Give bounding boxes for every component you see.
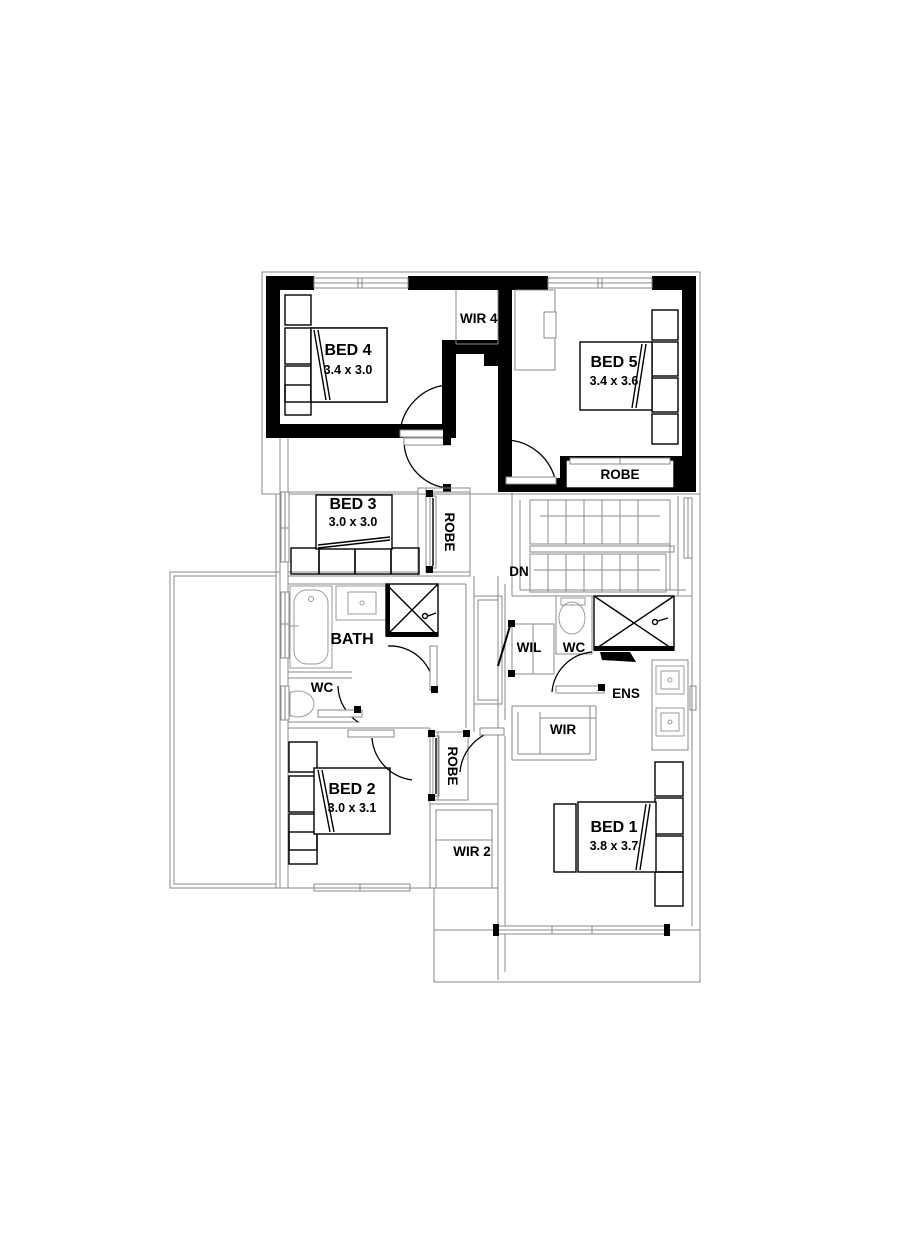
robe-bed3 xyxy=(425,490,471,573)
bed2-name: BED 2 xyxy=(328,781,375,798)
bed2-furniture xyxy=(288,741,391,865)
bed5-name: BED 5 xyxy=(590,354,637,371)
window-bed4-top xyxy=(313,277,409,289)
bed4-name: BED 4 xyxy=(324,342,371,359)
window-bed5-right xyxy=(683,497,693,559)
shower-bath xyxy=(385,583,439,637)
wc-ens-label: WC xyxy=(563,640,586,655)
stairs-dn-label: DN xyxy=(509,564,529,579)
wir-main-shelving xyxy=(511,705,597,761)
bath-label: BATH xyxy=(330,631,373,648)
bed4-dimensions: 3.4 x 3.0 xyxy=(324,363,373,377)
window-bed2-bottom xyxy=(313,883,411,892)
door-bed1-hall xyxy=(459,727,505,773)
window-wc-left xyxy=(280,685,290,721)
robe-bed3-label: ROBE xyxy=(442,512,457,551)
wir4-label: WIR 4 xyxy=(460,311,498,326)
site-outline xyxy=(169,271,701,983)
door-bed5 xyxy=(498,436,557,485)
wil-closet xyxy=(497,620,555,677)
staircase xyxy=(529,499,675,593)
wir2-label: WIR 2 xyxy=(453,844,491,859)
window-bed3-left xyxy=(280,491,290,563)
bathtub xyxy=(288,585,333,669)
door-bed4 xyxy=(399,381,451,438)
shower-ens xyxy=(593,595,675,662)
bed4-furniture xyxy=(284,294,388,416)
bed2-dimensions: 3.0 x 3.1 xyxy=(328,801,377,815)
bed3-furniture xyxy=(290,494,420,575)
wir-label: WIR xyxy=(550,722,576,737)
window-bed1-bottom xyxy=(493,924,670,936)
bed3-name: BED 3 xyxy=(329,496,376,513)
robe-bed5-label: ROBE xyxy=(600,467,639,482)
bed5-dimensions: 3.4 x 3.6 xyxy=(590,374,639,388)
door-wc-bath xyxy=(317,685,363,723)
linen-cupboard-inner xyxy=(477,599,499,701)
window-bed5-top xyxy=(547,277,653,289)
ens-vanity xyxy=(651,659,697,751)
robe-bed2-label: ROBE xyxy=(445,746,460,785)
wil-label: WIL xyxy=(517,640,542,655)
ens-label: ENS xyxy=(612,686,640,701)
door-wc-ens xyxy=(551,651,605,694)
wir4-shelving xyxy=(455,290,499,345)
robe-bed2 xyxy=(428,730,470,801)
wc-bath-label: WC xyxy=(311,680,334,695)
toilet-wc-ens xyxy=(555,595,593,655)
bed1-dimensions: 3.8 x 3.7 xyxy=(590,839,639,853)
door-bed2 xyxy=(347,729,413,781)
bed1-name: BED 1 xyxy=(590,819,637,836)
robe-bed5 xyxy=(565,457,675,489)
door-bath xyxy=(387,645,438,693)
bed5-furniture xyxy=(514,289,679,445)
bed1-furniture xyxy=(553,761,684,907)
bed3-dimensions: 3.0 x 3.0 xyxy=(329,515,378,529)
window-bath-left xyxy=(280,591,290,659)
